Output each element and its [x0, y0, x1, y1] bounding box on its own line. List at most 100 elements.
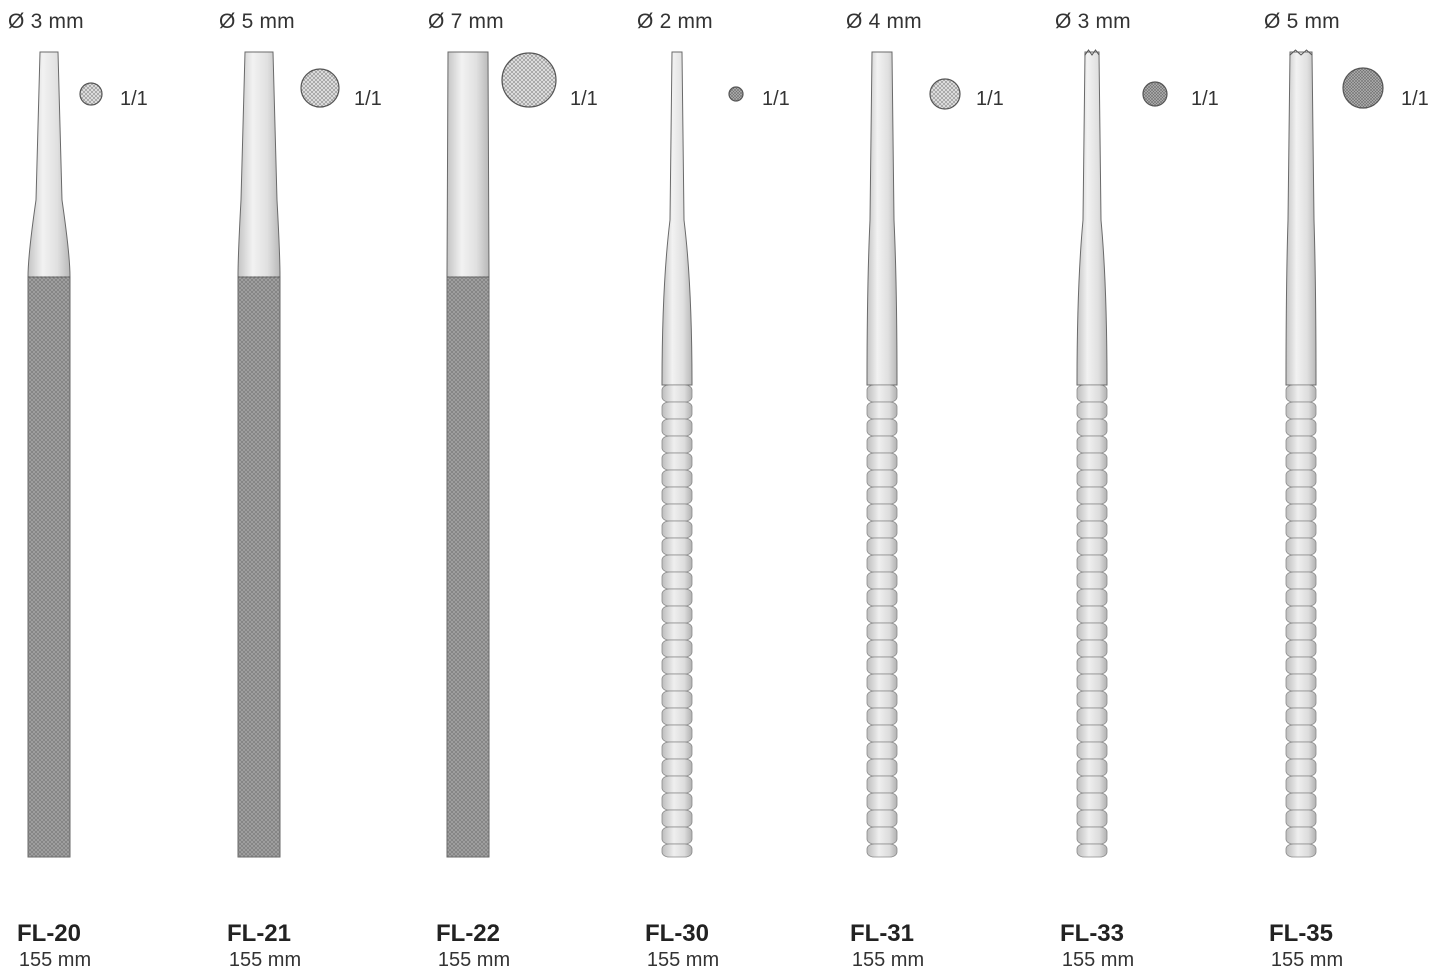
handle-rib	[866, 792, 898, 811]
instrument-tip	[237, 51, 281, 278]
handle-rib	[1076, 452, 1108, 471]
handle-rib	[1076, 673, 1108, 692]
handle-rib	[1076, 401, 1108, 420]
instrument-tip	[661, 51, 693, 386]
handle-rib	[1076, 826, 1108, 845]
handle-rib	[1285, 792, 1317, 811]
instrument-fl-30	[661, 51, 744, 858]
scale-label: 1/1	[1191, 88, 1219, 110]
handle-rib	[1076, 571, 1108, 590]
handle-rib	[1076, 792, 1108, 811]
handle-rib	[661, 537, 693, 556]
handle-rib	[1285, 384, 1317, 403]
instrument-fl-31	[866, 51, 961, 858]
instrument-tip	[866, 51, 898, 386]
length-label: 155 mm	[228, 949, 302, 971]
handle-rib	[866, 843, 898, 858]
handle-rib	[1076, 622, 1108, 641]
handle-rib	[1285, 656, 1317, 675]
ribbed-handle	[866, 384, 898, 858]
handle-rib	[1285, 826, 1317, 845]
diameter-label: Ø 7 mm	[428, 10, 504, 33]
handle-rib	[1285, 486, 1317, 505]
instrument-tip	[446, 51, 490, 278]
serrated-tip	[1084, 49, 1100, 57]
ribbed-handle	[661, 384, 693, 858]
diameter-label: Ø 3 mm	[1055, 10, 1131, 33]
handle-rib	[1076, 537, 1108, 556]
handle-rib	[661, 690, 693, 709]
handle-rib	[1076, 775, 1108, 794]
product-code: FL-22	[435, 920, 501, 947]
length-label: 155 mm	[437, 949, 511, 971]
ribbed-handle	[1076, 384, 1108, 858]
handle-rib	[661, 826, 693, 845]
instrument-fl-35	[1285, 49, 1384, 858]
length-label: 155 mm	[1061, 949, 1135, 971]
handle-rib	[1285, 758, 1317, 777]
length-label: 155 mm	[1270, 949, 1344, 971]
handle-rib	[661, 673, 693, 692]
diameter-label: Ø 5 mm	[1264, 10, 1340, 33]
handle-rib	[661, 639, 693, 658]
handle-rib	[1285, 571, 1317, 590]
handle-rib	[1285, 469, 1317, 488]
handle-rib	[866, 775, 898, 794]
handle-rib	[1285, 707, 1317, 726]
handle-rib	[1285, 690, 1317, 709]
handle-rib	[661, 605, 693, 624]
instrument-fl-22	[446, 51, 557, 858]
handle-rib	[1076, 843, 1108, 858]
handle-rib	[661, 384, 693, 403]
handle-rib	[1076, 418, 1108, 437]
instrument-fl-20	[27, 51, 103, 858]
handle-rib	[1285, 401, 1317, 420]
handle-rib	[1076, 520, 1108, 539]
handle-rib	[1076, 435, 1108, 454]
handle-rib	[1285, 452, 1317, 471]
handle-rib	[661, 843, 693, 858]
product-code: FL-31	[849, 920, 915, 947]
handle-rib	[661, 571, 693, 590]
handle-rib	[1285, 741, 1317, 760]
diameter-label: Ø 4 mm	[846, 10, 922, 33]
handle-rib	[866, 554, 898, 573]
handle-rib	[866, 452, 898, 471]
handle-rib	[661, 724, 693, 743]
handle-rib	[1285, 775, 1317, 794]
handle-rib	[1076, 588, 1108, 607]
handle-rib	[1076, 605, 1108, 624]
handle-rib	[866, 503, 898, 522]
handle-rib	[866, 537, 898, 556]
product-code: FL-33	[1059, 920, 1125, 947]
handle-rib	[1285, 435, 1317, 454]
handle-rib	[1285, 809, 1317, 828]
handle-rib	[1285, 588, 1317, 607]
handle-rib	[1285, 503, 1317, 522]
handle-rib	[866, 435, 898, 454]
scale-label: 1/1	[976, 88, 1004, 110]
handle-rib	[866, 741, 898, 760]
handle-rib	[866, 520, 898, 539]
handle-rib	[866, 809, 898, 828]
handle-rib	[661, 809, 693, 828]
handle-rib	[1076, 554, 1108, 573]
handle-rib	[866, 690, 898, 709]
handle-rib	[661, 707, 693, 726]
handle-rib	[1285, 520, 1317, 539]
handle-rib	[866, 588, 898, 607]
handle-rib	[661, 656, 693, 675]
handle-rib	[1285, 843, 1317, 858]
handle-rib	[1076, 486, 1108, 505]
instrument-tip	[1285, 51, 1317, 386]
handle-rib	[866, 673, 898, 692]
length-label: 155 mm	[18, 949, 92, 971]
handle-rib	[866, 656, 898, 675]
product-code: FL-20	[16, 920, 82, 947]
handle-rib	[866, 384, 898, 403]
handle-rib	[661, 741, 693, 760]
instrument-tip	[1076, 51, 1108, 386]
diameter-label: Ø 2 mm	[637, 10, 713, 33]
handle-rib	[661, 418, 693, 437]
